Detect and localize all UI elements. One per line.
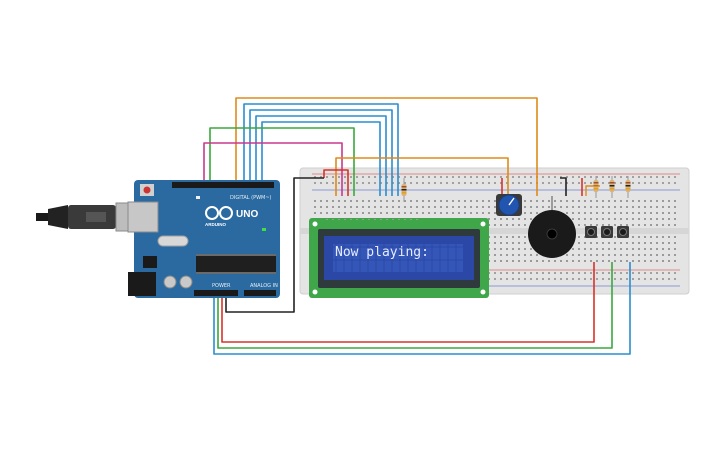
push-buttons[interactable] [585, 226, 629, 238]
sub-label: ARDUINO [205, 222, 226, 227]
microcontroller-icon [196, 256, 276, 272]
wire-black-buzzer [560, 177, 567, 196]
potentiometer[interactable] [496, 194, 522, 216]
wire-black-gnd [225, 177, 324, 313]
resistors [401, 176, 631, 202]
usb-connector [36, 202, 139, 232]
resistor-3 [625, 176, 631, 198]
wire-blue-bottom [213, 262, 631, 355]
push-button-3 [617, 226, 629, 238]
piezo-buzzer [528, 196, 576, 258]
wire-blue-2 [249, 109, 393, 196]
wire-orange-long [235, 97, 538, 196]
push-button-1 [585, 226, 597, 238]
wire-green-upper [209, 127, 355, 196]
wire-blue-1 [243, 103, 399, 196]
usb-plug-icon [36, 213, 48, 221]
analog-header [244, 290, 276, 296]
resistor-wire-bend [585, 185, 600, 196]
reset-button[interactable] [143, 186, 151, 194]
digital-header [172, 182, 274, 188]
brand-label: UNO [236, 209, 258, 220]
wire-blue-4 [261, 121, 381, 196]
wire-blue-3 [255, 115, 387, 196]
wire-orange-pot [335, 157, 509, 196]
wire-red-short [323, 169, 349, 196]
arduino-uno: UNO ARDUINO DIGITAL (PWM~) POWER ANALOG … [127, 180, 280, 298]
wires [203, 97, 631, 355]
lcd-16x2: Now playing: [309, 218, 489, 298]
wire-green-bottom [217, 262, 613, 349]
lcd-text-line1: Now playing: [335, 245, 429, 260]
analog-header-label: ANALOG IN [250, 283, 278, 289]
power-header-label: POWER [212, 283, 231, 289]
digital-header-label: DIGITAL (PWM~) [230, 195, 272, 201]
wire-red-bottom [221, 262, 595, 343]
power-header [194, 290, 238, 296]
push-button-2 [601, 226, 613, 238]
resistor-2 [609, 176, 615, 198]
resistor-lcd [401, 178, 407, 202]
